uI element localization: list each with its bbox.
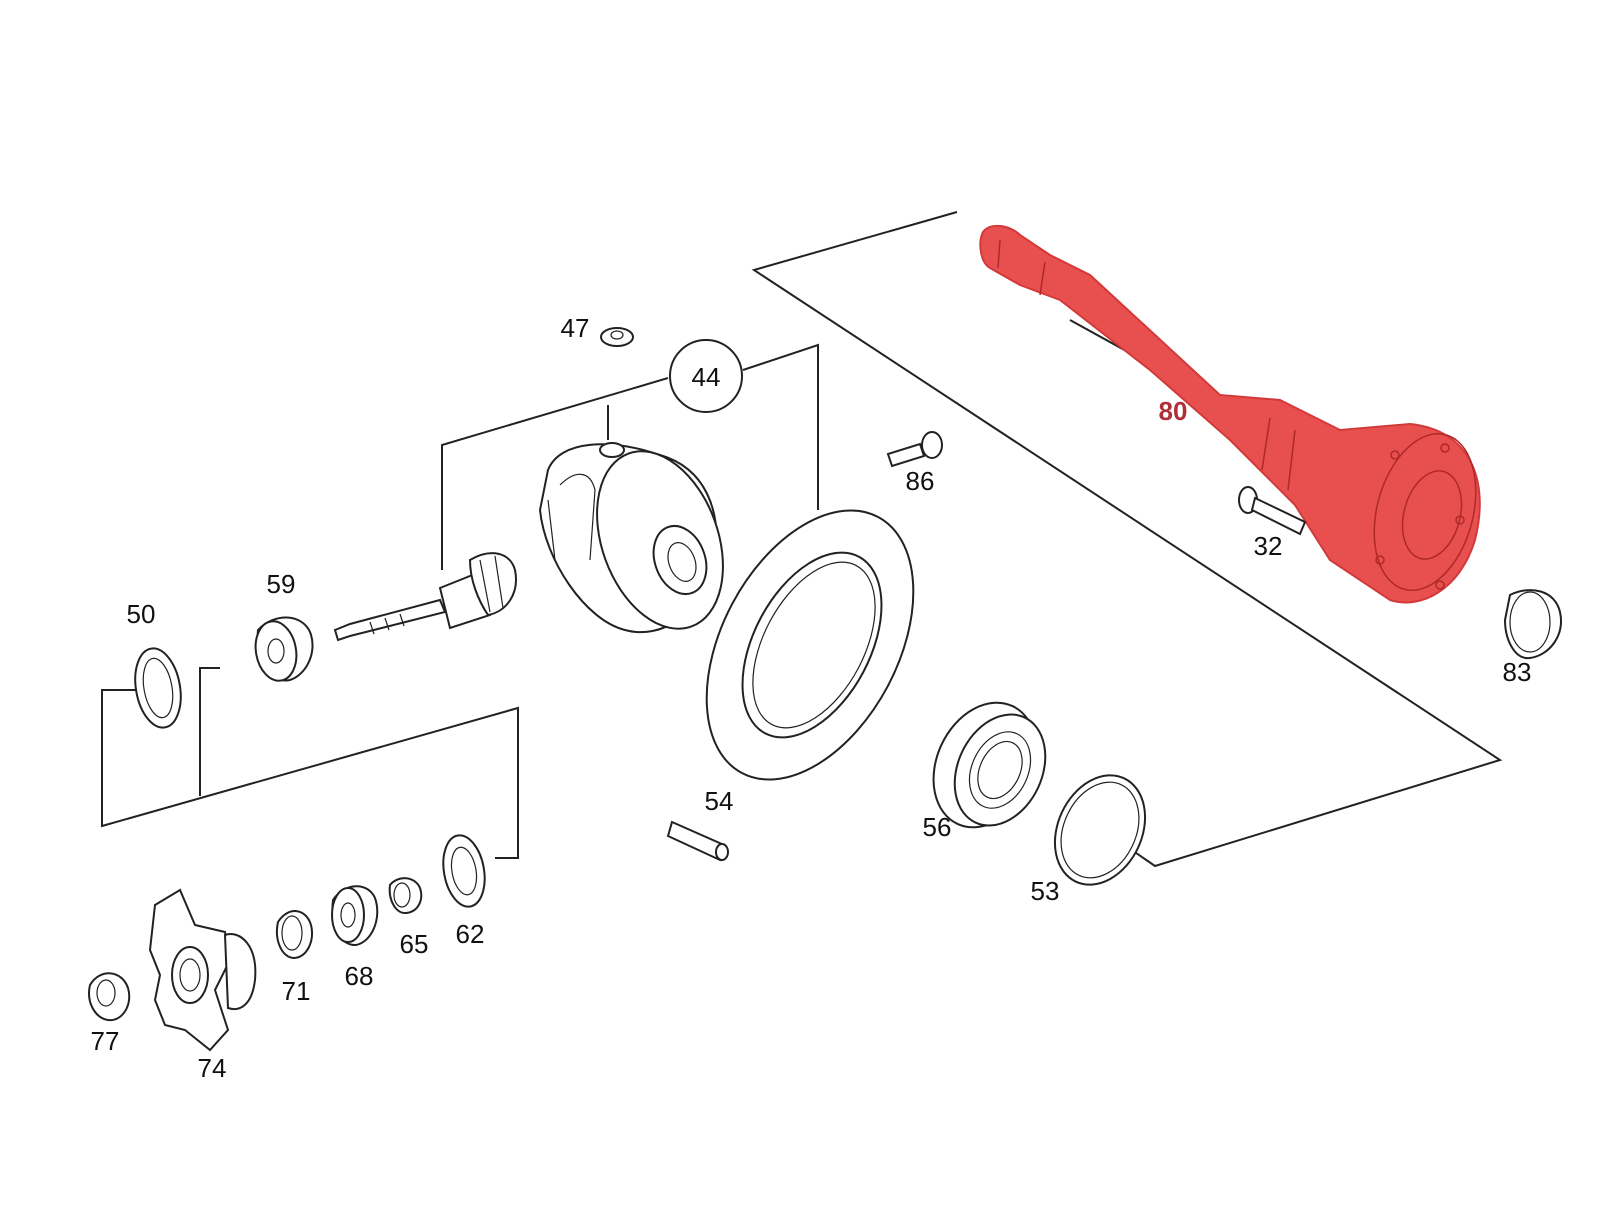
part-65-nut[interactable] xyxy=(388,877,423,914)
part-71-washer[interactable] xyxy=(276,910,313,960)
label-74: 74 xyxy=(198,1053,227,1083)
label-56: 56 xyxy=(923,812,952,842)
part-80-axle-shaft[interactable] xyxy=(979,224,1492,604)
part-47-washer[interactable] xyxy=(600,327,634,347)
part-68-bearing[interactable] xyxy=(331,885,379,947)
part-74-flange[interactable] xyxy=(148,888,257,1052)
part-ring-gear[interactable] xyxy=(664,476,956,815)
part-83-sleeve[interactable] xyxy=(1503,589,1562,660)
part-32-bolt[interactable] xyxy=(1238,486,1307,536)
part-62-washer[interactable] xyxy=(438,832,490,910)
part-54-pin[interactable] xyxy=(666,820,729,862)
part-59-bearing[interactable] xyxy=(251,616,314,684)
part-77-nut[interactable] xyxy=(88,972,131,1022)
part-labels: 44 47 50 59 86 80 32 83 54 56 53 62 65 6… xyxy=(91,313,1532,1083)
part-86-bolt[interactable] xyxy=(886,431,943,468)
label-68: 68 xyxy=(345,961,374,991)
label-77: 77 xyxy=(91,1026,120,1056)
part-56-bearing[interactable] xyxy=(914,686,1063,844)
label-32: 32 xyxy=(1254,531,1283,561)
label-54: 54 xyxy=(705,786,734,816)
callout-44[interactable] xyxy=(669,339,743,413)
label-44: 44 xyxy=(692,362,721,392)
label-71: 71 xyxy=(282,976,311,1006)
label-86: 86 xyxy=(906,466,935,496)
part-50-shim[interactable] xyxy=(129,645,186,731)
label-65: 65 xyxy=(400,929,429,959)
part-pinion-shaft[interactable] xyxy=(333,552,517,642)
label-59: 59 xyxy=(267,569,296,599)
label-53: 53 xyxy=(1031,876,1060,906)
part-44-differential[interactable] xyxy=(538,434,746,647)
label-62: 62 xyxy=(456,919,485,949)
label-47: 47 xyxy=(561,313,590,343)
part-53-seal-ring[interactable] xyxy=(1038,761,1162,900)
label-83: 83 xyxy=(1503,657,1532,687)
label-80: 80 xyxy=(1159,396,1188,426)
label-50: 50 xyxy=(127,599,156,629)
